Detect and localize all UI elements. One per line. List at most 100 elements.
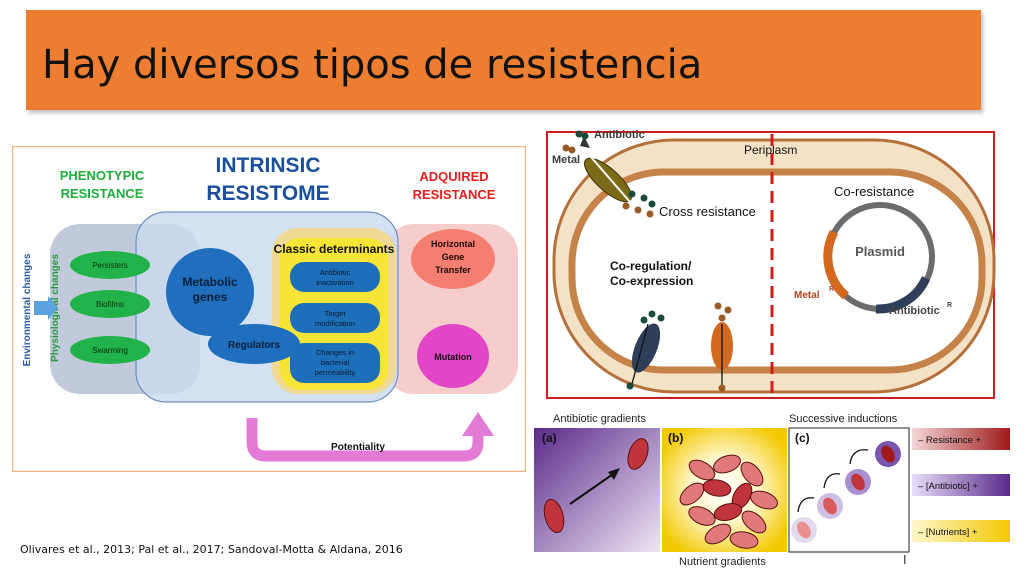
intrinsic-heading-1: INTRINSIC (216, 154, 321, 177)
phenotypic-heading-1: PHENOTYPIC (60, 168, 145, 183)
intrinsic-heading-2: RESISTOME (206, 182, 329, 205)
biofilms-oval (70, 290, 150, 318)
bacteria-cluster (679, 454, 778, 549)
efflux-channel (577, 141, 631, 203)
phenotypic-heading-2: RESISTANCE (61, 186, 144, 201)
persisters-label: Persisters (92, 261, 128, 270)
metal-ion (718, 314, 726, 322)
panel-a-arrowhead (608, 468, 620, 480)
antibiotic-inactivation-label-1: Antibiotic (320, 268, 351, 277)
co-regulation-label-1: Co-regulation/ (610, 259, 692, 273)
antibiotic-label: Antibiotic (594, 129, 645, 141)
nutrient-gradients-label: Nutrient gradients (679, 556, 766, 568)
permeability-box (290, 343, 380, 383)
antibiotic-molecule (640, 194, 648, 202)
permeability-label-2: bacterial (321, 358, 350, 367)
legend-antibiotic-label: – [Antibiotic] + (918, 481, 978, 492)
permeability-label-3: permeability (315, 368, 356, 377)
antibiotic-gradients-label: Antibiotic gradients (553, 413, 646, 425)
panel-a-label: (a) (542, 431, 557, 445)
biofilms-label: Biofilms (96, 300, 124, 309)
induction-arrow (823, 473, 841, 489)
potentiality-label: Potentiality (331, 442, 385, 453)
regulators-label: Regulators (228, 340, 281, 351)
metal-ion (562, 144, 570, 152)
adquired-heading-2: RESISTANCE (413, 187, 496, 202)
resistome-figure: PHENOTYPIC RESISTANCE INTRINSIC RESISTOM… (12, 146, 526, 472)
bacterium (881, 445, 895, 463)
metabolic-genes-label-2: genes (193, 290, 228, 304)
legend-nutrients-label: – [Nutrients] + (918, 527, 978, 538)
bacterium (543, 498, 565, 534)
cell-figure: Antibiotic Metal Periplasm Cross resista… (546, 129, 996, 399)
efflux-arrowhead (580, 136, 590, 148)
bacterium (627, 438, 649, 470)
panel-c-label: (c) (795, 431, 810, 445)
metal-r-superscript: R (829, 286, 834, 293)
legend-resistance-bar (912, 428, 1010, 450)
antibiotic-molecule (581, 132, 589, 140)
co-resistance-label: Co-resistance (834, 184, 914, 199)
bacterium (797, 521, 811, 539)
title-bar (26, 10, 981, 110)
target-modification-label-2: modification (315, 319, 355, 328)
induction-arrow (849, 449, 869, 465)
legend-nutrients-bar (912, 520, 1010, 542)
metal-ion (568, 146, 576, 154)
swarming-label: Swarming (92, 346, 128, 355)
metal-label: Metal (552, 154, 580, 166)
page-mark: I (903, 553, 907, 567)
metal-ion (714, 302, 722, 310)
hgt-label-1: Horizontal (431, 239, 475, 249)
cross-resistance-label: Cross resistance (659, 204, 756, 219)
antibiotic-resistance-gene (875, 276, 931, 314)
classic-determinants-heading: Classic determinants (274, 242, 395, 256)
target-modification-box (290, 303, 380, 333)
metal-r-label: Metal (794, 290, 820, 301)
antibiotic-molecule (626, 382, 634, 390)
legend-antibiotic-bar (912, 474, 1010, 496)
permeability-label-1: Changes in (316, 348, 354, 357)
swarming-oval (70, 336, 150, 364)
periplasm-label: Periplasm (744, 143, 797, 157)
antibiotic-molecule (648, 200, 656, 208)
metal-ion (622, 202, 630, 210)
environmental-changes-label: Environmental changes (22, 253, 33, 366)
regulators-oval (208, 324, 300, 364)
antibiotic-molecule (657, 314, 665, 322)
panel-a-arrow (569, 471, 617, 505)
antibiotic-molecule (575, 130, 583, 138)
inner-membrane (568, 168, 986, 374)
mutation-circle (417, 324, 489, 388)
gradient-figure: Antibiotic gradients Successive inductio… (534, 413, 1010, 568)
target-modification-label-1: Target (325, 309, 347, 318)
potentiality-arrowhead (462, 412, 494, 436)
citation: Olivares et al., 2013; Pal et al., 2017;… (20, 543, 403, 556)
antibiotic-molecule (648, 310, 656, 318)
plasmid-label: Plasmid (855, 244, 905, 259)
panel-b-label: (b) (668, 431, 683, 445)
hgt-label-2: Gene (442, 252, 465, 262)
successive-inductions-label: Successive inductions (789, 413, 898, 425)
antibiotic-molecule (640, 316, 648, 324)
metal-ion (724, 306, 732, 314)
hgt-circle (411, 229, 495, 289)
hgt-label-3: Transfer (435, 265, 471, 275)
induction-arrow (797, 497, 815, 513)
antibiotic-inactivation-box (290, 262, 380, 292)
potentiality-arrow (246, 418, 484, 462)
slide-title: Hay diversos tipos de resistencia (42, 42, 703, 88)
bacterium (851, 473, 865, 491)
antibiotic-inactivation-label-2: inactivation (316, 278, 354, 287)
metal-resistance-gene (823, 229, 850, 300)
legend-resistance-label: – Resistance + (918, 435, 982, 446)
co-regulation-label-2: Co-expression (610, 274, 693, 288)
antibiotic-r-superscript: R (947, 302, 952, 309)
environment-arrow (34, 296, 58, 320)
persisters-oval (70, 251, 150, 279)
antibiotic-molecule (628, 190, 636, 198)
metabolic-genes-label-1: Metabolic (182, 275, 238, 289)
metal-ion (646, 210, 654, 218)
metal-ion (634, 206, 642, 214)
adquired-heading-1: ADQUIRED (419, 169, 488, 184)
